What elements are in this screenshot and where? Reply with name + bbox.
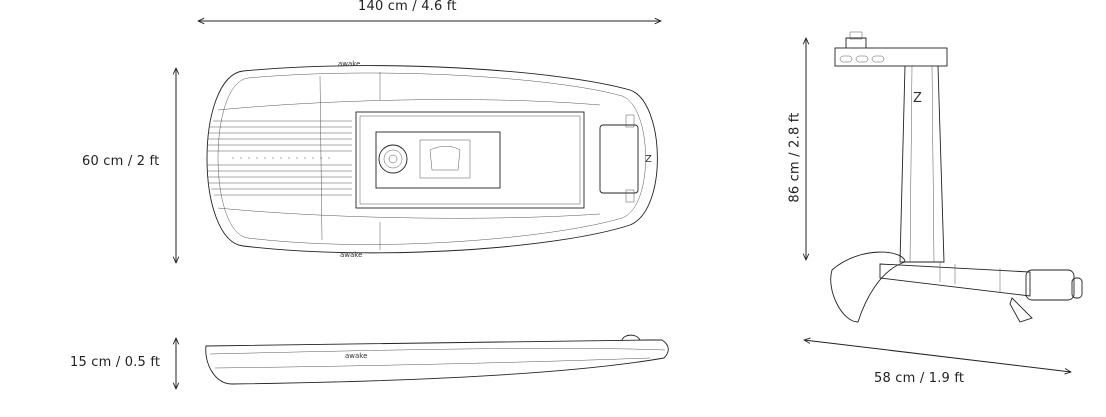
bottom-logo-text: awake xyxy=(340,251,362,259)
foil-side-view: Z xyxy=(830,31,1083,323)
svg-text:Z: Z xyxy=(645,154,652,165)
foil-length-label: 58 cm / 1.9 ft xyxy=(874,371,965,386)
svg-text:Z: Z xyxy=(913,91,922,106)
foil-length-dimension-arrow xyxy=(804,340,1071,372)
top-logo-text: awake xyxy=(338,60,360,68)
board-top-view: Z awake awake xyxy=(206,60,658,259)
board-width-label: 60 cm / 2 ft xyxy=(82,154,160,169)
side-logo-text: awake xyxy=(345,352,367,360)
board-length-label: 140 cm / 4.6 ft xyxy=(358,0,457,14)
foil-height-label: 86 cm / 2.8 ft xyxy=(787,112,803,203)
board-side-view: awake xyxy=(205,334,669,385)
board-thickness-label: 15 cm / 0.5 ft xyxy=(70,355,161,370)
